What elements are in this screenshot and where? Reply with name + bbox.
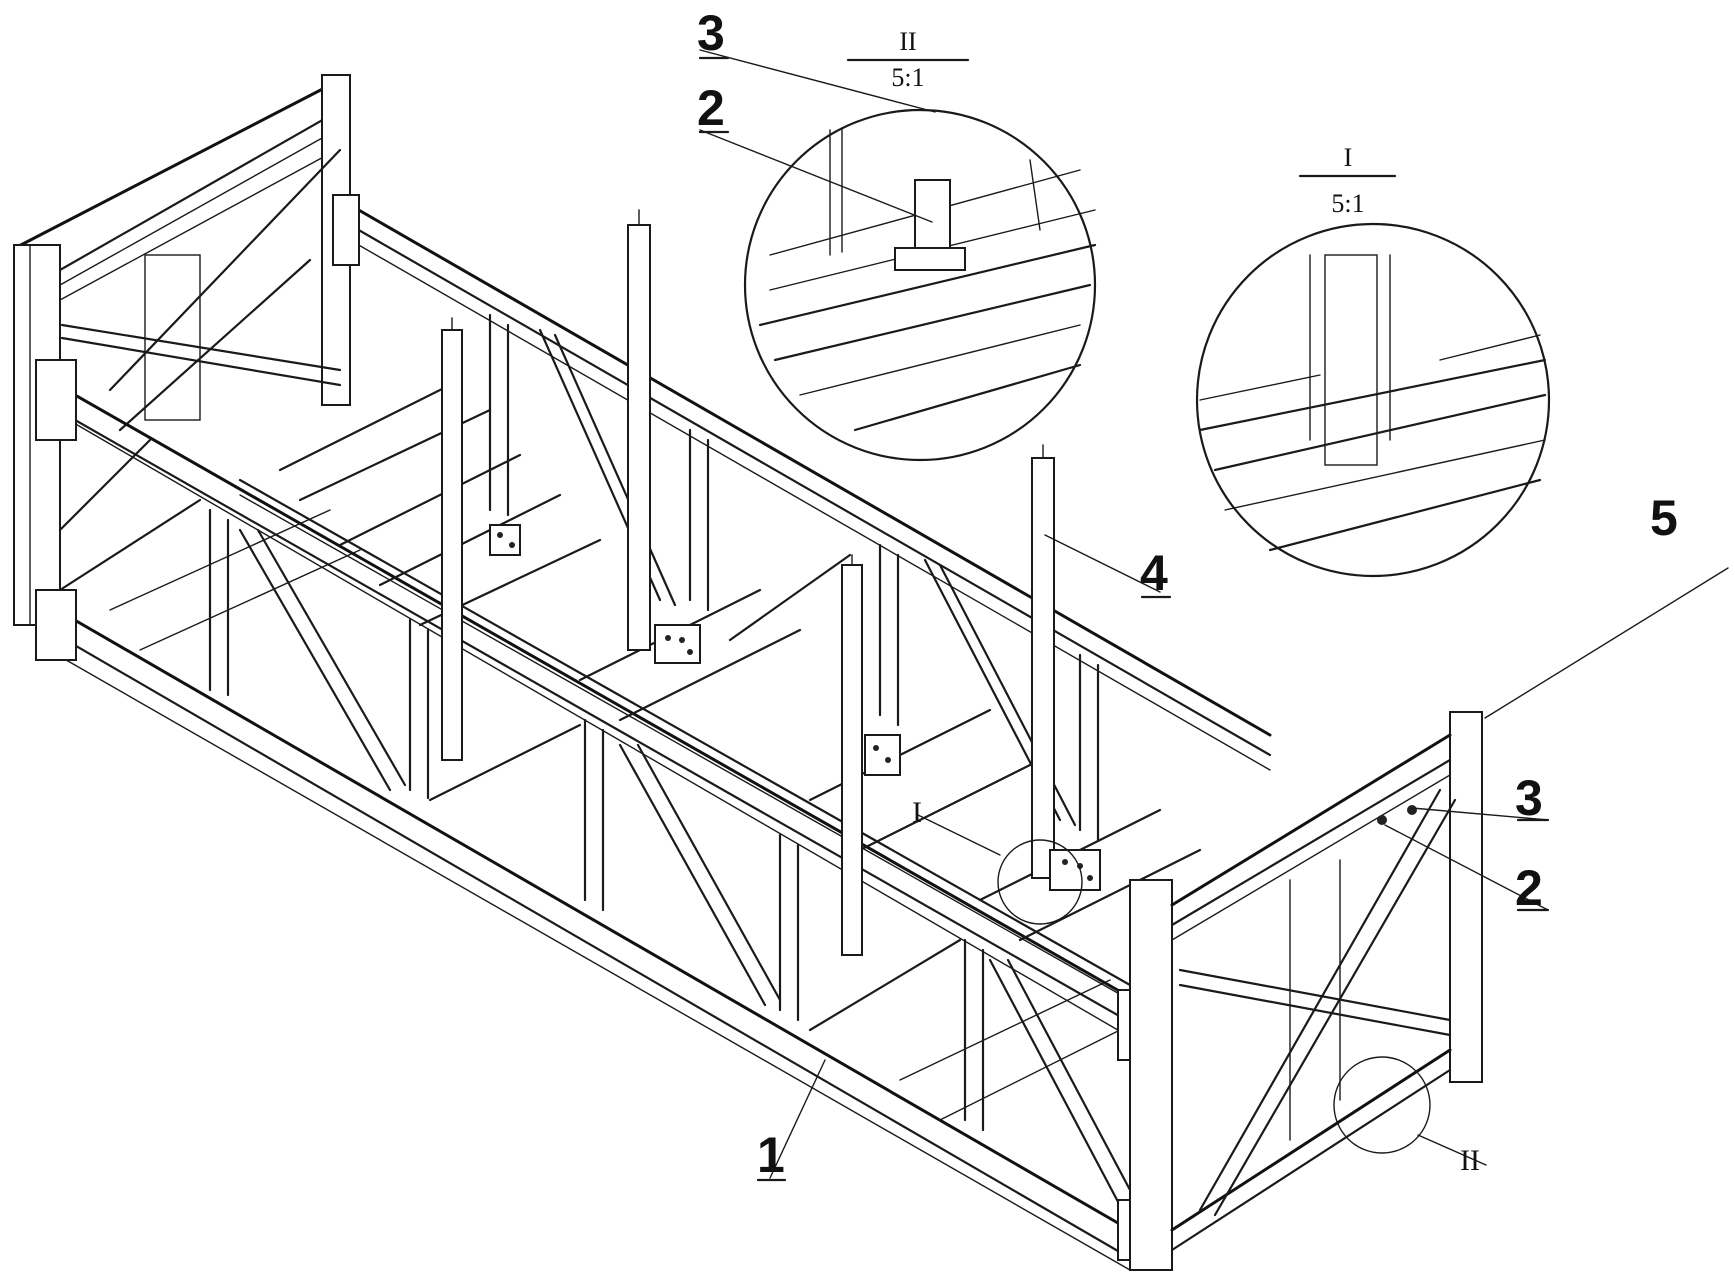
detail-mark-i: I (912, 796, 922, 829)
callout-3-right: 3 (1515, 770, 1543, 826)
left-end-frame (14, 75, 350, 625)
top-chords (36, 195, 1270, 1040)
detail-i-scale: 5:1 (1331, 189, 1364, 218)
bottom-chords (36, 480, 1130, 1270)
callout-2-top: 2 (697, 80, 725, 136)
callout-3-top: 3 (697, 5, 725, 61)
detail-mark-ii: II (1460, 1144, 1480, 1177)
back-web (490, 315, 1098, 840)
detail-headings: II 5:1 I 5:1 (891, 27, 1364, 218)
detail-ii-view (745, 110, 1095, 460)
front-web (60, 440, 1130, 1215)
callout-5: 5 (1650, 490, 1678, 546)
detail-ii-roman: II (899, 27, 916, 56)
callout-1: 1 (757, 1127, 785, 1183)
right-end-frame (1130, 712, 1482, 1270)
callout-4: 4 (1140, 545, 1168, 601)
detail-ii-circle (1334, 1057, 1430, 1153)
detail-ii-scale: 5:1 (891, 63, 924, 92)
callout-2-right: 2 (1515, 860, 1543, 916)
detail-i-view (1197, 224, 1549, 576)
detail-i-roman: I (1344, 143, 1353, 172)
